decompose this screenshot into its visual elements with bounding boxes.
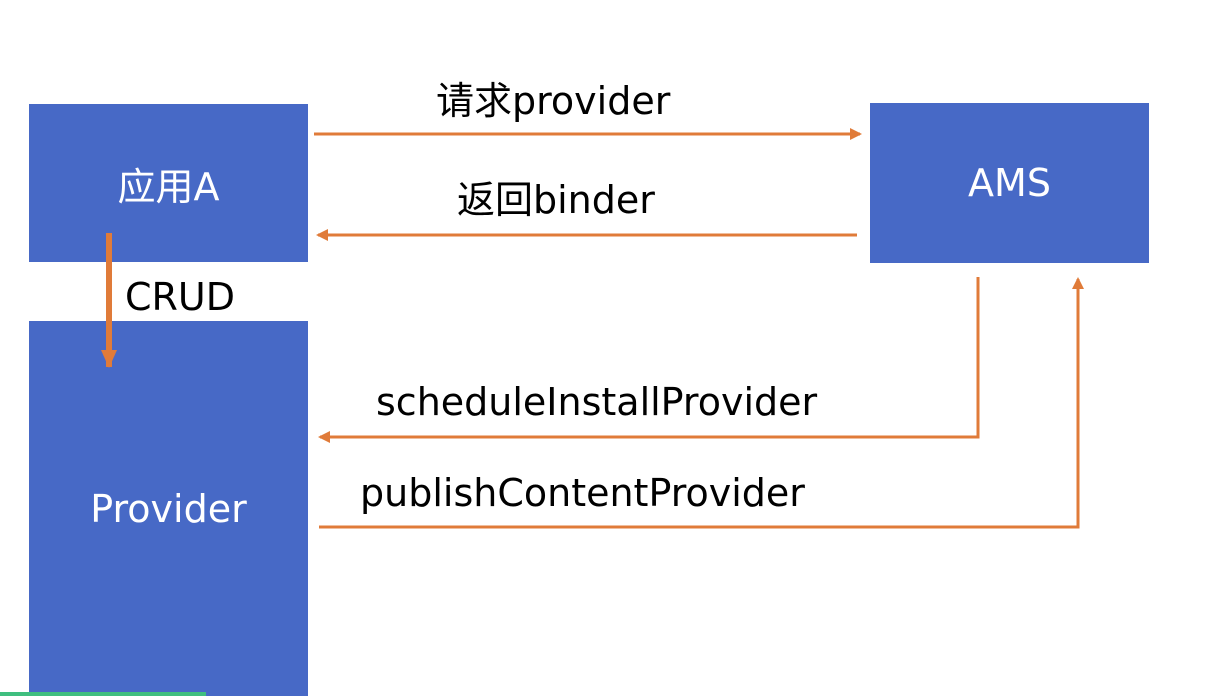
publish-content-provider-arrow: [319, 277, 1084, 529]
schedule-install-provider-arrow: [318, 277, 980, 443]
schedule-install-provider-label: scheduleInstallProvider: [376, 380, 818, 424]
app-a-label: 应用A: [117, 164, 220, 209]
crud-arrowhead: [101, 350, 117, 368]
provider-node: Provider: [29, 321, 308, 696]
bottom-progress-strip: [0, 692, 206, 696]
crud-label: CRUD: [125, 275, 236, 319]
request-provider-label: 请求provider: [436, 79, 671, 123]
ams-node: AMS: [870, 103, 1149, 263]
ams-label: AMS: [968, 161, 1051, 205]
return-binder-label: 返回binder: [457, 178, 655, 222]
publish-content-provider-label: publishContentProvider: [360, 471, 805, 515]
provider-label: Provider: [90, 486, 247, 531]
app-a-node: 应用A: [29, 104, 308, 262]
